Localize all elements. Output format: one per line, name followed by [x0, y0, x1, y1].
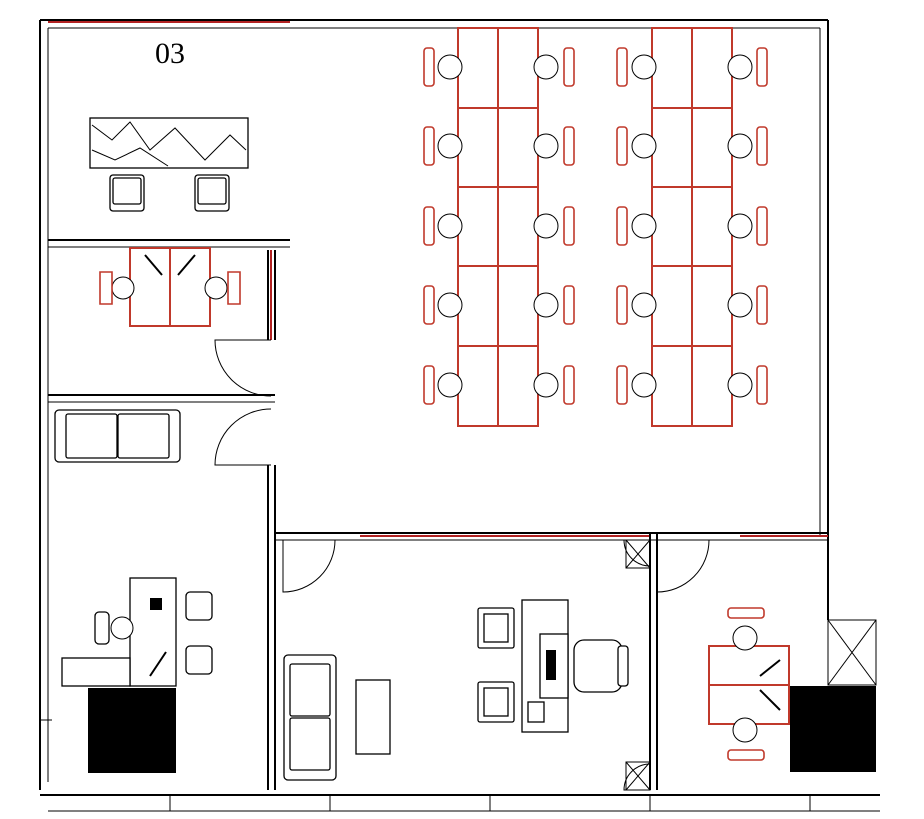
column-block [790, 686, 876, 772]
armchair [109, 174, 145, 212]
interior-walls [40, 239, 828, 790]
doors [214, 339, 710, 791]
small-office-workstations [99, 247, 241, 327]
workstation-cluster-right [616, 27, 768, 427]
conference-table [89, 117, 249, 169]
corner-workstations [708, 607, 790, 761]
executive-chair [573, 639, 629, 693]
column-block [88, 688, 176, 773]
left-cluster-seats [423, 47, 575, 405]
visitor-chairs [185, 591, 213, 675]
guest-armchairs [477, 607, 515, 723]
manager-desk [61, 577, 177, 687]
executive-sofa [283, 654, 337, 781]
right-cluster-seats [616, 47, 768, 405]
executive-desk [521, 599, 569, 733]
exterior-walls [39, 19, 880, 812]
coffee-table [355, 679, 391, 755]
workstation-cluster-left [423, 27, 575, 427]
sofa-lounge [54, 409, 181, 463]
room-number-label: 03 [155, 37, 185, 70]
armchair [194, 174, 230, 212]
